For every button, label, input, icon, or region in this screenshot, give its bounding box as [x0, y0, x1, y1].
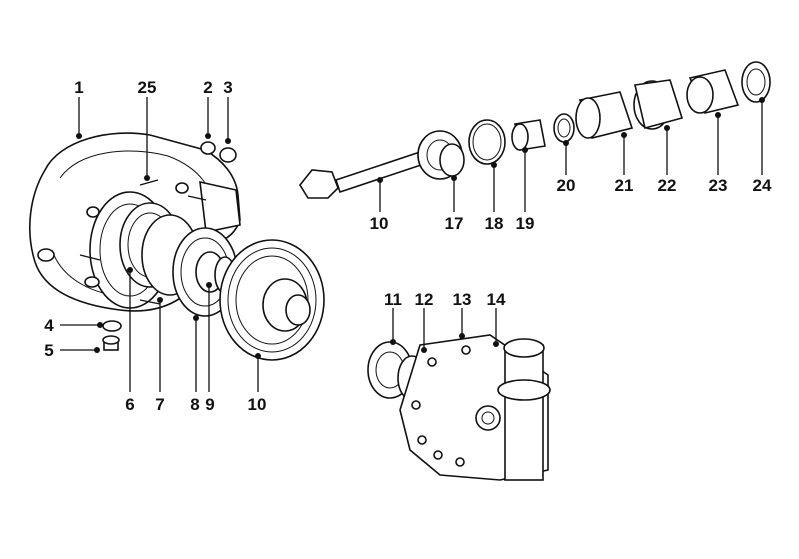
ring-gear-part — [219, 239, 325, 361]
callout-3: 3 — [223, 78, 232, 97]
callout-11: 11 — [384, 290, 402, 309]
callout-12: 12 — [415, 290, 434, 309]
callout-10-pinion: 10 — [370, 214, 389, 233]
callout-18: 18 — [485, 214, 504, 233]
callout-2: 2 — [203, 78, 212, 97]
callout-19: 19 — [516, 214, 535, 233]
callout-8: 8 — [190, 395, 199, 414]
shaft-components-row — [468, 61, 771, 165]
callout-13: 13 — [453, 290, 472, 309]
callout-9: 9 — [205, 395, 214, 414]
callout-17: 17 — [445, 214, 464, 233]
callout-labels: 1 25 2 3 4 5 6 7 8 9 10 10 17 18 19 20 2… — [44, 78, 772, 414]
callout-23: 23 — [709, 176, 728, 195]
callout-21: 21 — [615, 176, 634, 195]
callout-5: 5 — [44, 341, 53, 360]
callout-6: 6 — [125, 395, 134, 414]
callout-20: 20 — [557, 176, 576, 195]
callout-7: 7 — [155, 395, 164, 414]
washer-nut-parts — [102, 141, 237, 351]
callout-1: 1 — [74, 78, 83, 97]
leader-lines — [60, 97, 765, 392]
callout-22: 22 — [658, 176, 677, 195]
callout-4: 4 — [44, 316, 54, 335]
callout-24: 24 — [753, 176, 772, 195]
callout-10-ring-gear: 10 — [248, 395, 267, 414]
callout-25: 25 — [138, 78, 157, 97]
pinion-shaft-part — [299, 130, 465, 199]
callout-14: 14 — [487, 290, 506, 309]
differential-assembly-part — [367, 334, 551, 481]
